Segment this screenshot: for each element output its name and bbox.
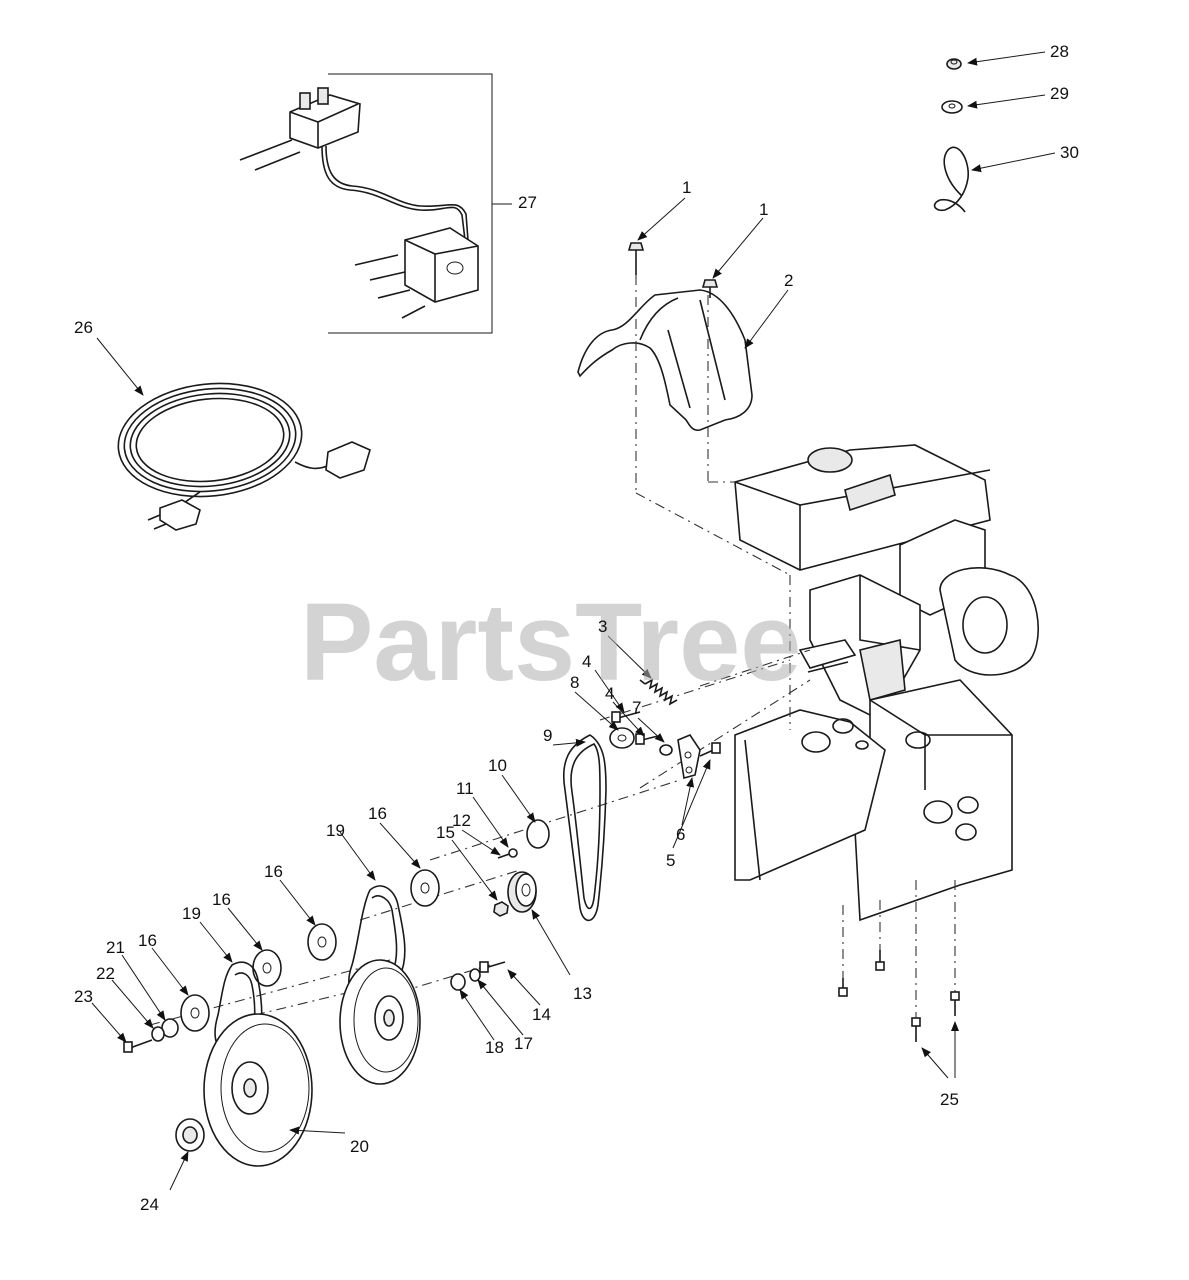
spring-part (639, 678, 678, 706)
callout-17: 17 (514, 1034, 533, 1053)
leader-lines (91, 51, 1056, 1191)
callout-20: 20 (350, 1137, 369, 1156)
callout-13: 13 (573, 984, 592, 1003)
callout-4-upper: 4 (582, 652, 591, 671)
callout-28: 28 (1050, 42, 1069, 61)
callout-22: 22 (96, 964, 115, 983)
callout-1-right: 1 (759, 200, 768, 219)
callout-3: 3 (598, 617, 607, 636)
callout-10: 10 (488, 756, 507, 775)
callout-9: 9 (543, 726, 552, 745)
callout-26: 26 (74, 318, 93, 337)
pulley-part-13 (507, 871, 537, 913)
hub-part-24 (175, 1118, 205, 1152)
callout-19-b: 19 (182, 904, 201, 923)
callout-16-c: 16 (212, 890, 231, 909)
pulley-part-20 (203, 959, 421, 1167)
washer-part-8 (609, 727, 635, 749)
belt-part-9 (563, 734, 607, 922)
callout-18: 18 (485, 1038, 504, 1057)
callout-14: 14 (532, 1005, 551, 1024)
callout-labels: 28 29 30 27 26 1 1 2 3 4 4 5 6 7 8 9 10 … (74, 42, 1079, 1214)
callout-24: 24 (140, 1195, 159, 1214)
callout-30: 30 (1060, 143, 1079, 162)
callout-11: 11 (456, 779, 474, 798)
watermark-text: PartsTree (300, 581, 801, 704)
callout-2: 2 (784, 271, 793, 290)
bolt-part-14 (479, 961, 506, 973)
washer-part-16 (180, 869, 440, 1032)
extension-cord-part (117, 382, 371, 531)
hardware-parts-21-23 (123, 1018, 179, 1053)
callout-8: 8 (570, 673, 579, 692)
ring-part-10 (526, 819, 550, 849)
callout-1-left: 1 (682, 178, 691, 197)
callout-21: 21 (106, 938, 125, 957)
callout-29: 29 (1050, 84, 1069, 103)
callout-5: 5 (666, 851, 675, 870)
callout-6: 6 (676, 825, 685, 844)
callout-23: 23 (74, 987, 93, 1006)
engine-assembly (734, 444, 1039, 922)
callout-15: 15 (436, 823, 455, 842)
callout-7: 7 (632, 698, 641, 717)
washer-part (941, 100, 963, 114)
callout-16-a: 16 (368, 804, 387, 823)
callout-27: 27 (518, 193, 537, 212)
callout-25: 25 (940, 1090, 959, 1109)
callout-19-a: 19 (326, 821, 345, 840)
washer-part-17 (469, 968, 481, 982)
nut-part-15 (493, 901, 509, 917)
callout-4-lower: 4 (605, 684, 614, 703)
hairpin-clip-part (933, 146, 969, 213)
bolt-part-12 (497, 848, 518, 859)
belt-cover-part (577, 289, 753, 431)
callout-16-d: 16 (138, 931, 157, 950)
nut-part (946, 58, 962, 70)
callout-12: 12 (452, 811, 471, 830)
idler-bracket-part (659, 734, 721, 780)
callout-16-b: 16 (264, 862, 283, 881)
bolt-part-1 (627, 242, 719, 298)
washer-part-18 (450, 973, 466, 991)
bolt-part-25 (838, 950, 960, 1042)
electric-starter-kit (239, 73, 512, 334)
